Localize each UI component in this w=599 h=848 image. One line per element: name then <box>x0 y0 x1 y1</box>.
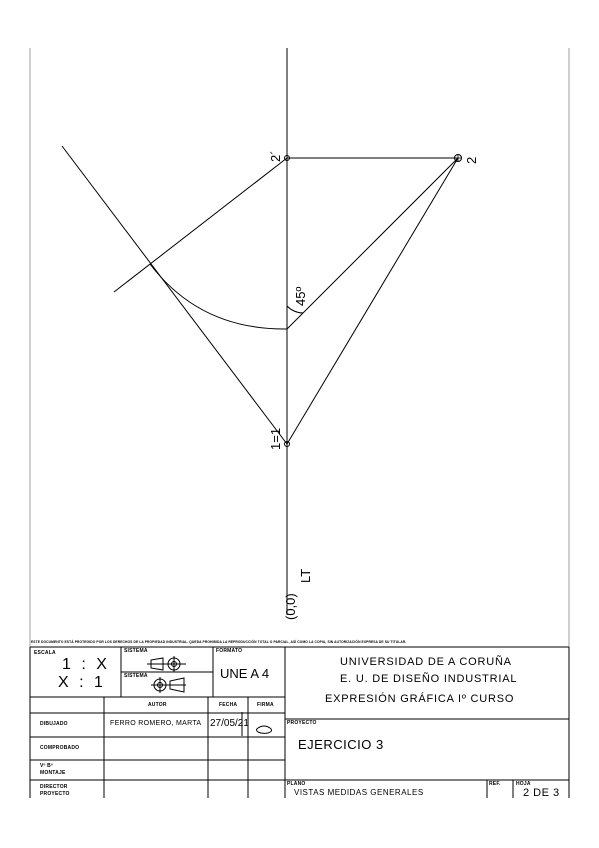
line-2prime-to-left <box>113 157 288 293</box>
first-angle-projection-symbol <box>147 656 186 672</box>
system-label-2: SISTEMA <box>124 673 148 679</box>
scale-label: ESCALA <box>34 650 56 656</box>
label-origin: (0,0) <box>283 593 298 620</box>
date-value: 27/05/21 <box>210 718 249 729</box>
format-label: FORMATO <box>216 648 243 654</box>
row-checked: COMPROBADO <box>40 745 80 751</box>
angle-45-arc <box>286 305 304 314</box>
scale-line-2: X : 1 <box>58 674 106 691</box>
col-date: FECHA <box>219 702 238 708</box>
plan-value: VISTAS MEDIDAS GENERALES <box>294 788 424 797</box>
row-director-2: PROYECTO <box>40 791 70 797</box>
col-signature: FIRMA <box>257 702 274 708</box>
university-name: UNIVERSIDAD DE A CORUÑA <box>340 656 512 668</box>
row-approved-2: MONTAJE <box>40 770 66 776</box>
school-name: E. U. DE DISEÑO INDUSTRIAL <box>340 673 518 685</box>
label-lt: LT <box>298 569 313 583</box>
line-2-to-1 <box>286 157 459 445</box>
course-name: EXPRESIÓN GRÁFICA Iº CURSO <box>325 693 515 705</box>
format-value: UNE A 4 <box>220 666 270 681</box>
scale-line-1: 1 : X <box>62 656 110 673</box>
label-2: 2 <box>464 157 479 164</box>
author-value: FERRO ROMERO, MARTA <box>110 720 202 727</box>
row-approved-1: Vº Bº <box>40 763 53 769</box>
row-drawn: DIBUJADO <box>40 721 68 727</box>
system-label-1: SISTEMA <box>124 648 148 654</box>
col-author: AUTOR <box>148 702 167 708</box>
plan-label: PLANO <box>287 781 306 787</box>
row-director-1: DIRECTOR <box>40 784 68 790</box>
line-from-top-left-to-1 <box>61 145 288 445</box>
label-1-equals-1: 1=1 <box>268 428 283 450</box>
sheet-label: HOJA <box>516 781 531 787</box>
label-2prime: 2´ <box>268 150 283 162</box>
sheet-value: 2 DE 3 <box>523 787 560 799</box>
project-value: EJERCICIO 3 <box>298 737 384 752</box>
label-45-degrees: 45º <box>293 287 308 306</box>
signature <box>256 725 273 734</box>
third-angle-projection-symbol <box>151 677 186 693</box>
rotation-arc <box>149 263 288 330</box>
title-block-frame <box>29 646 570 798</box>
project-label: PROYECTO <box>287 720 317 726</box>
point-1-marker <box>284 441 290 447</box>
line-2-to-45-point <box>286 157 459 330</box>
point-2prime-marker <box>284 155 290 161</box>
legal-notice: ESTE DOCUMENTO ESTÁ PROTEGIDO POR LOS DE… <box>31 640 407 644</box>
ref-label: REF. <box>489 781 501 787</box>
